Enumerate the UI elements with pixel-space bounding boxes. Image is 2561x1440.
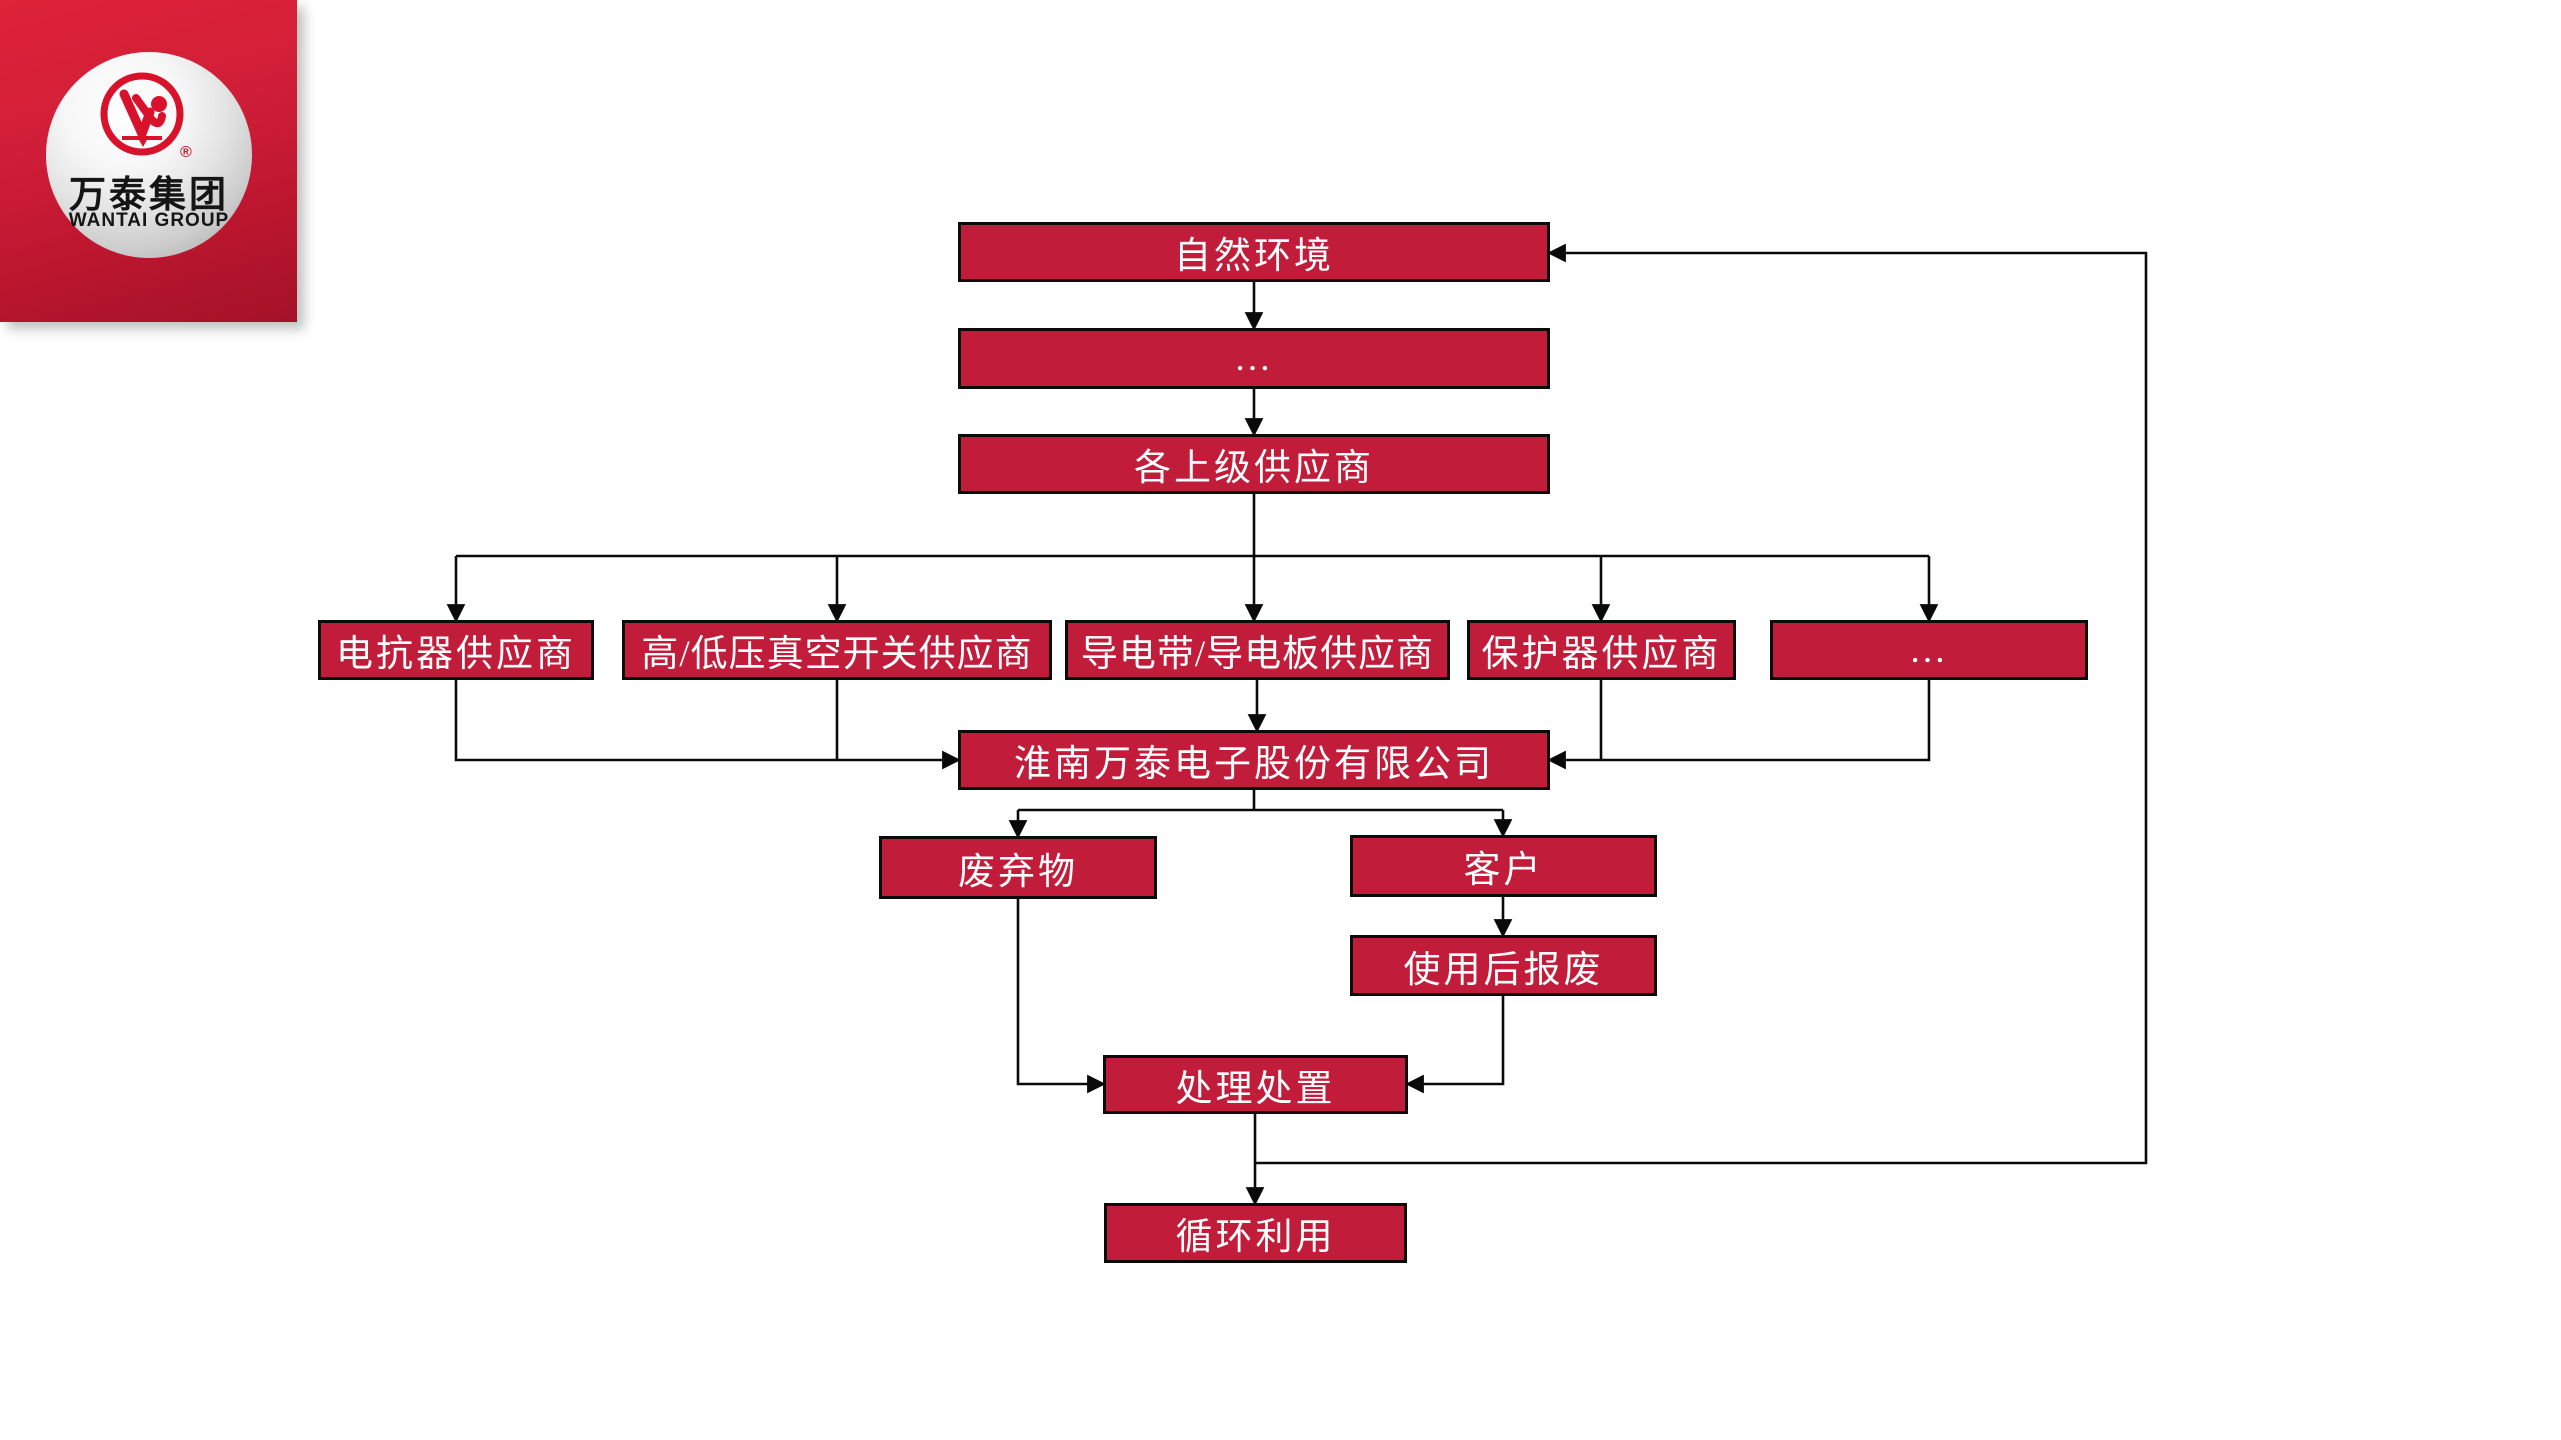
logo-company-name-cn: 万泰集团	[69, 174, 229, 215]
node-natural-environment: 自然环境	[958, 222, 1550, 282]
connector-scrap-to-disposal	[1405, 996, 1505, 1094]
connector-feedback-to-natural	[1255, 243, 2148, 1165]
wantai-logo-sphere: ® 万泰集团 WANTAI GROUP	[46, 52, 252, 258]
node-protector-supplier: 保护器供应商	[1467, 620, 1736, 680]
registered-trademark-icon: ®	[180, 144, 192, 161]
node-company: 淮南万泰电子股份有限公司	[958, 730, 1550, 790]
node-upper-suppliers: 各上级供应商	[958, 434, 1550, 494]
node-reactor-supplier: 电抗器供应商	[318, 620, 594, 680]
connector-left-suppliers-to-company	[454, 680, 961, 770]
node-ellipsis-top: …	[958, 328, 1550, 389]
node-treatment-disposal: 处理处置	[1103, 1055, 1408, 1114]
logo-company-name-en: WANTAI GROUP	[68, 210, 230, 231]
node-customer: 客户	[1350, 835, 1657, 897]
logo-panel: ® 万泰集团 WANTAI GROUP	[0, 0, 297, 322]
node-waste: 废弃物	[879, 836, 1157, 899]
node-vacuum-switch-supplier: 高/低压真空开关供应商	[622, 620, 1052, 680]
connector-right-suppliers-to-company	[1547, 680, 1931, 770]
node-conductive-supplier: 导电带/导电板供应商	[1065, 620, 1450, 680]
node-ellipsis-supplier: …	[1770, 620, 2088, 680]
connector-waste-to-disposal	[1016, 899, 1106, 1094]
node-recycling: 循环利用	[1104, 1203, 1407, 1263]
wantai-emblem-icon	[100, 72, 184, 156]
node-scrap-after-use: 使用后报废	[1350, 935, 1657, 996]
